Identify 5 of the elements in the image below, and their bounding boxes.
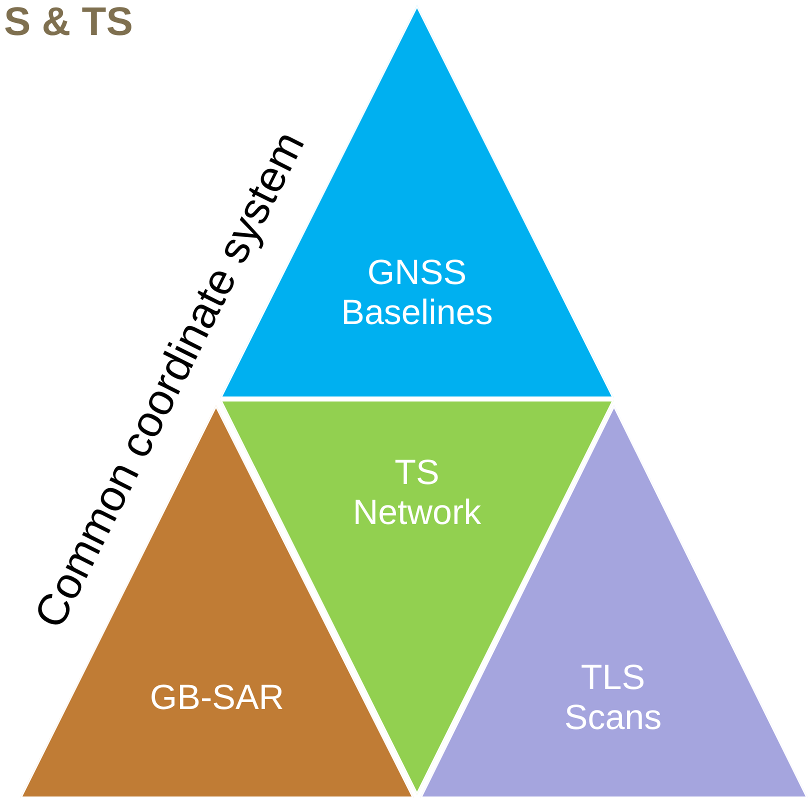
heading: S & TS: [4, 0, 133, 45]
triangle-label: GB-SAR: [148, 678, 286, 718]
triangle-label: TS Network: [352, 453, 482, 533]
triangle-label: GNSS Baselines: [340, 253, 494, 333]
triangle-label: TLS Scans: [563, 658, 663, 738]
